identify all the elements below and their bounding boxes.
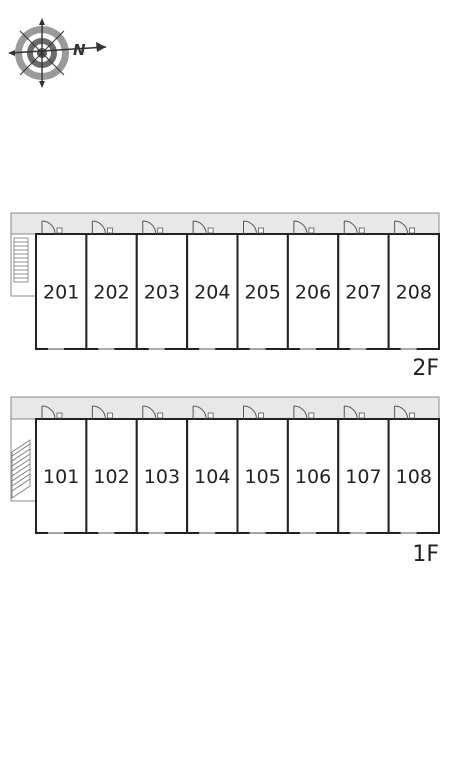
door-icon [192, 405, 214, 420]
door-icon [142, 405, 164, 420]
room-number: 107 [345, 466, 381, 488]
door-icon [394, 220, 416, 235]
room-number: 106 [295, 466, 331, 488]
room-outline [186, 418, 239, 534]
room-outline [337, 418, 390, 534]
compass-rose-icon: N [8, 18, 107, 88]
room-outline [387, 418, 440, 534]
room-unit: 101 [35, 405, 88, 534]
corridor [10, 396, 440, 420]
room-outline [35, 418, 88, 534]
door-icon [41, 405, 63, 420]
room-number: 207 [345, 282, 381, 304]
room-number: 202 [93, 282, 129, 304]
door-icon [192, 220, 214, 235]
room-number: 104 [194, 466, 230, 488]
room-unit: 105 [236, 405, 289, 534]
room-outline [135, 418, 189, 534]
room-number: 205 [245, 282, 281, 304]
door-icon [41, 220, 63, 235]
room-unit: 102 [85, 405, 138, 534]
room-unit: 106 [286, 405, 340, 534]
room-outline [286, 418, 340, 534]
room-number: 102 [93, 466, 129, 488]
floor-label-1f: 1F [412, 542, 439, 567]
room-number: 201 [43, 282, 79, 304]
room-unit: 203 [135, 220, 189, 350]
room-unit: 202 [85, 220, 138, 350]
room-number: 105 [245, 466, 281, 488]
door-icon [243, 220, 264, 235]
door-icon [91, 405, 113, 420]
door-icon [243, 405, 264, 420]
room-number: 103 [144, 466, 180, 488]
room-unit: 201 [35, 220, 88, 350]
door-icon [293, 405, 315, 420]
room-outline [387, 233, 440, 350]
corridor [10, 212, 440, 235]
room-unit: 205 [236, 220, 289, 350]
door-icon [142, 220, 164, 235]
room-outline [85, 233, 138, 350]
compass-north-letter: N [73, 41, 86, 59]
floor-1f-plan: 101 102 103 104 105 106 107 108 1F [10, 396, 440, 567]
door-icon [293, 220, 315, 235]
room-unit: 107 [337, 405, 390, 534]
room-unit: 207 [337, 220, 390, 350]
room-unit: 108 [387, 405, 440, 534]
room-number: 203 [144, 282, 180, 304]
floor-label-2f: 2F [412, 356, 439, 381]
room-number: 204 [194, 282, 230, 304]
staircase-icon [13, 237, 29, 283]
room-number: 206 [295, 282, 331, 304]
room-outline [186, 233, 239, 350]
room-number: 101 [43, 466, 79, 488]
room-unit: 104 [186, 405, 239, 534]
room-unit: 208 [387, 220, 440, 350]
staircase-icon [11, 439, 31, 499]
room-number: 208 [396, 282, 432, 304]
door-icon [394, 405, 416, 420]
room-unit: 204 [186, 220, 239, 350]
door-icon [91, 220, 113, 235]
door-icon [343, 405, 365, 420]
door-icon [343, 220, 365, 235]
floor-2f-plan: 201 202 203 204 205 206 207 208 2F [10, 212, 440, 381]
room-outline [236, 233, 289, 350]
room-outline [135, 233, 189, 350]
room-outline [286, 233, 340, 350]
room-unit: 103 [135, 405, 189, 534]
room-unit: 206 [286, 220, 340, 350]
room-number: 108 [396, 466, 432, 488]
